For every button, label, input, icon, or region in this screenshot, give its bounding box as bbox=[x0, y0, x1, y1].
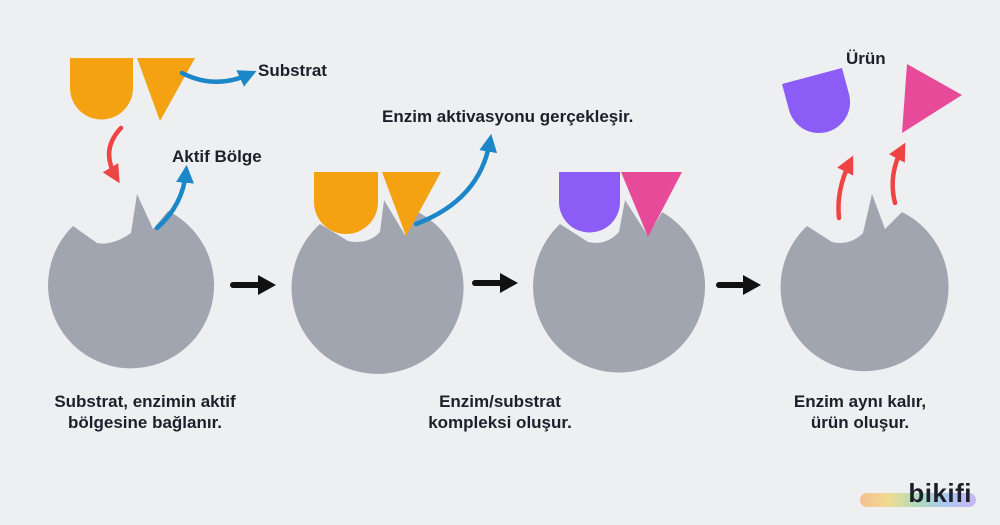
logo-underline bbox=[860, 493, 976, 507]
activation-label: Enzim aktivasyonu gerçekleşir. bbox=[382, 107, 633, 126]
step-arrow-1 bbox=[230, 275, 276, 295]
product-label: Ürün bbox=[846, 49, 886, 68]
active-site-label: Aktif Bölge bbox=[172, 147, 262, 166]
complex-substrate-triangle bbox=[382, 172, 441, 236]
brand-logo: bikifi bbox=[908, 478, 972, 508]
enzyme-2 bbox=[291, 200, 464, 374]
step-arrow-2 bbox=[472, 273, 518, 293]
binding-arrow bbox=[102, 125, 124, 184]
enzyme-4 bbox=[780, 194, 949, 372]
substrate-semicircle bbox=[70, 58, 133, 120]
product-triangle bbox=[902, 64, 962, 133]
complex-substrate-semicircle bbox=[314, 172, 378, 234]
enzyme-1 bbox=[48, 194, 215, 369]
enzyme-3 bbox=[533, 200, 706, 373]
release-arrow-right bbox=[888, 142, 906, 206]
step-arrow-3 bbox=[716, 275, 761, 295]
product-semicircle bbox=[782, 68, 851, 134]
product-triangle-bound bbox=[621, 172, 682, 237]
activation-pointer-arrow bbox=[413, 133, 498, 227]
caption-step-2: Enzim/substrat kompleksi oluşur. bbox=[428, 392, 572, 432]
substrate-label: Substrat bbox=[258, 61, 327, 80]
caption-step-3: Enzim aynı kalır, ürün oluşur. bbox=[793, 392, 927, 432]
substrate-pointer-arrow bbox=[179, 70, 257, 87]
caption-step-1: Substrat, enzimin aktif bölgesine bağlan… bbox=[54, 392, 236, 432]
release-arrow-left bbox=[836, 155, 854, 221]
active-site-pointer-arrow bbox=[154, 164, 194, 231]
product-semicircle-bound bbox=[559, 172, 620, 233]
substrate-triangle bbox=[137, 58, 195, 121]
